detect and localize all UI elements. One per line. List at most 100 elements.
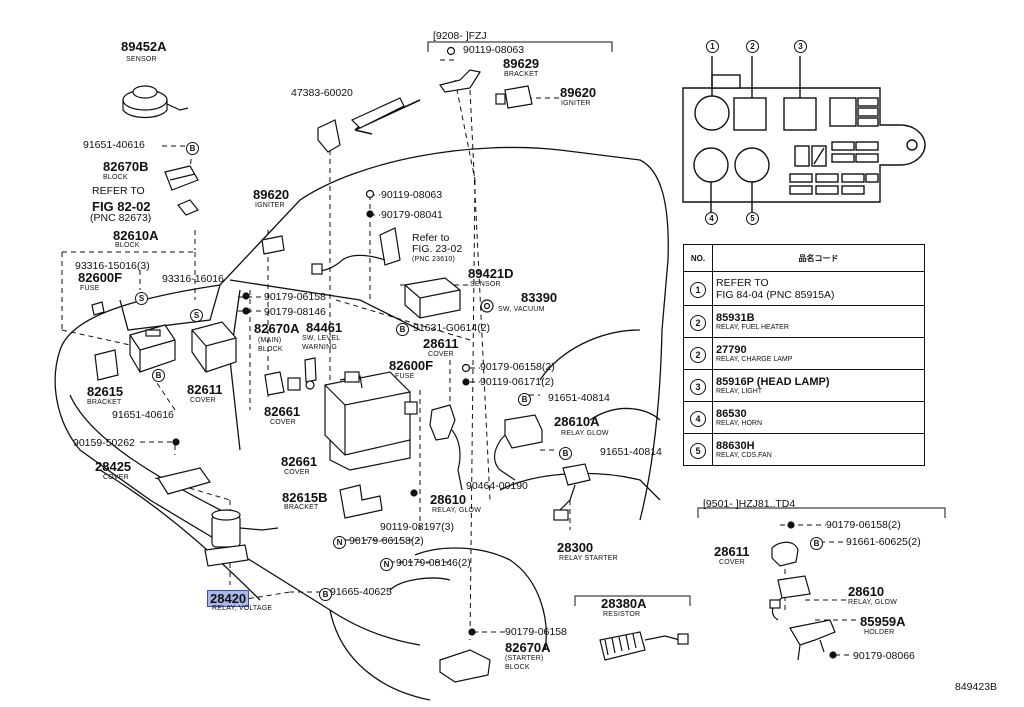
relay-box-callout-2: 2 (746, 40, 759, 53)
relay-box-shape (682, 56, 926, 212)
part-number-p89620b[interactable]: 89620 (560, 85, 597, 100)
fastener-mark-b: B (319, 588, 332, 601)
bracket-89629-shape (438, 46, 481, 93)
part-number-p28425[interactable]: 28425 (95, 459, 132, 474)
part-number-p90179g[interactable]: 90179-06158 (505, 626, 567, 638)
part-number-p90119d[interactable]: 90119-06171(2) (480, 376, 554, 388)
label-s28380a: RESISTOR (603, 611, 641, 618)
bracket-82615B-shape (339, 484, 383, 519)
block-82670A-shape (264, 371, 301, 396)
label-s82661b: COVER (284, 469, 310, 476)
label-s28610b: RELAY, GLOW (848, 599, 898, 606)
part-number-p91631[interactable]: 91631-G0614(2) (413, 322, 491, 334)
relay-box-callout-5: 5 (746, 212, 759, 225)
part-number-p91651d[interactable]: 91651-40814 (600, 446, 662, 458)
part-number-p28420[interactable]: 28420 (207, 590, 250, 607)
legend-part-number: 88630H (716, 440, 755, 452)
part-number-p91661[interactable]: 91661-60625(2) (846, 536, 921, 548)
part-number-p90179a[interactable]: 90179-08041 (381, 209, 443, 221)
relay-28611b-shape (771, 521, 799, 567)
part-number-p82661b[interactable]: 82661 (281, 454, 318, 469)
part-number-p28610a[interactable]: 28610 (430, 492, 467, 507)
part-number-p82600fb[interactable]: 82600F (389, 358, 434, 373)
relay-28610b-shape (769, 575, 811, 621)
holder-85959A-shape (789, 619, 837, 661)
part-number-p83390[interactable]: 83390 (521, 290, 558, 305)
label-s28610a: RELAY, GLOW (432, 507, 482, 514)
legend-part-number: 27790 (716, 344, 747, 356)
part-number-p90179f[interactable]: 90179-06158(2) (480, 361, 555, 373)
label-refer1: REFER TO (92, 185, 145, 197)
label-s85959a: HOLDER (864, 629, 895, 636)
label-hdr1: [9208- ]FZJ (433, 30, 487, 42)
part-number-p91651a[interactable]: 91651-40616 (83, 139, 145, 151)
part-number-p91651b[interactable]: 91651-40616 (112, 409, 174, 421)
part-number-p82670a[interactable]: 82670A (254, 321, 300, 336)
part-number-p84461[interactable]: 84461 (306, 320, 343, 335)
part-number-p90179h[interactable]: 90179-06158(2) (826, 519, 901, 531)
fastener-mark-b: B (559, 447, 572, 460)
label-fig1: FIG 82-02 (92, 199, 151, 214)
part-number-p91651c[interactable]: 91651-40814 (548, 392, 610, 404)
part-number-p28611b[interactable]: 28611 (714, 544, 750, 559)
part-number-p90119a[interactable]: 90119-08063 (381, 189, 443, 201)
part-number-p89629[interactable]: 89629 (503, 56, 540, 71)
part-number-p90119c[interactable]: 90119-08197(3) (380, 521, 454, 533)
part-number-p90179b[interactable]: 90179-06158 (264, 291, 326, 303)
part-number-p82610a[interactable]: 82610A (113, 228, 159, 243)
part-number-p82661a[interactable]: 82661 (264, 404, 301, 419)
part-number-p90179d[interactable]: 90179-06158(2) (349, 535, 424, 547)
part-number-p28610a[interactable]: 28610A (554, 414, 600, 429)
relay-28420-shape (204, 509, 279, 567)
part-number-p47383[interactable]: 47383-60020 (291, 87, 353, 99)
label-s28300: RELAY STARTER (559, 555, 618, 562)
part-number-p82615b[interactable]: 82615B (282, 490, 328, 505)
legend-row-number: 3 (690, 378, 706, 395)
label-hdr2: [9501- ]HZJ81..TD4 (703, 498, 796, 510)
label-s89620a: IGNITER (255, 202, 285, 209)
part-number-p89620a[interactable]: 89620 (253, 187, 290, 202)
part-number-p90159[interactable]: 90159-50262 (73, 437, 135, 449)
part-number-p93316a[interactable]: 93316-15016(3) (75, 260, 150, 272)
part-number-pnc1[interactable]: (PNC 82673) (90, 212, 152, 224)
legend-part-desc: RELAY, CHARGE LAMP (716, 356, 793, 363)
legend-refer-fig: FIG 84-04 (PNC 85915A) (716, 288, 835, 301)
label-fig_no: 849423B (955, 681, 998, 693)
part-number-p28300[interactable]: 28300 (557, 540, 594, 555)
relay-28300-shape (553, 463, 591, 521)
part-number-p82615[interactable]: 82615 (87, 384, 124, 399)
part-number-p90179e[interactable]: 90179-08146(2) (396, 557, 471, 569)
label-s82661a: COVER (270, 419, 296, 426)
part-number-p93316b[interactable]: 93316-16016 (162, 273, 224, 285)
part-number-p89452a[interactable]: 89452A (121, 39, 167, 54)
block-82610A-shape (129, 324, 176, 373)
part-number-p90179c[interactable]: 90179-08146 (264, 306, 326, 318)
label-s28610a: RELAY GLOW (561, 430, 609, 437)
part-number-p90179i[interactable]: 90179-08066 (853, 650, 915, 662)
part-number-p90464[interactable]: 90464-00190 (466, 480, 528, 492)
label-s82610a: BLOCK (115, 242, 140, 249)
part-number-p82600f[interactable]: 82600F (78, 270, 123, 285)
label-s84461a: SW, LEVEL (302, 335, 341, 342)
part-number-p91665[interactable]: 91665-40625 (330, 586, 392, 598)
label-s82600f: FUSE (80, 285, 100, 292)
part-number-p82611a[interactable]: 82611 (187, 382, 223, 397)
fusebox-82661-shape (324, 371, 411, 471)
part-number-p28380a[interactable]: 28380A (601, 596, 647, 611)
relay-box-callout-4: 4 (705, 212, 718, 225)
part-number-p28611a[interactable]: 28611 (423, 336, 459, 351)
fastener-mark-b: B (810, 537, 823, 550)
part-number-p82670b[interactable]: 82670B (103, 159, 149, 174)
part-number-p85959a[interactable]: 85959A (860, 614, 906, 629)
part-number-p28610b[interactable]: 28610 (848, 584, 885, 599)
label-referb: Refer to (412, 232, 450, 244)
part-number-p89421d[interactable]: 89421D (468, 266, 514, 281)
part-number-pncb[interactable]: (PNC 23610) (412, 256, 456, 263)
part-number-p82670ab[interactable]: 82670A (505, 640, 551, 655)
igniter-89620-shape (261, 235, 285, 255)
part-number-p90119b[interactable]: 90119-08063 (463, 44, 525, 56)
